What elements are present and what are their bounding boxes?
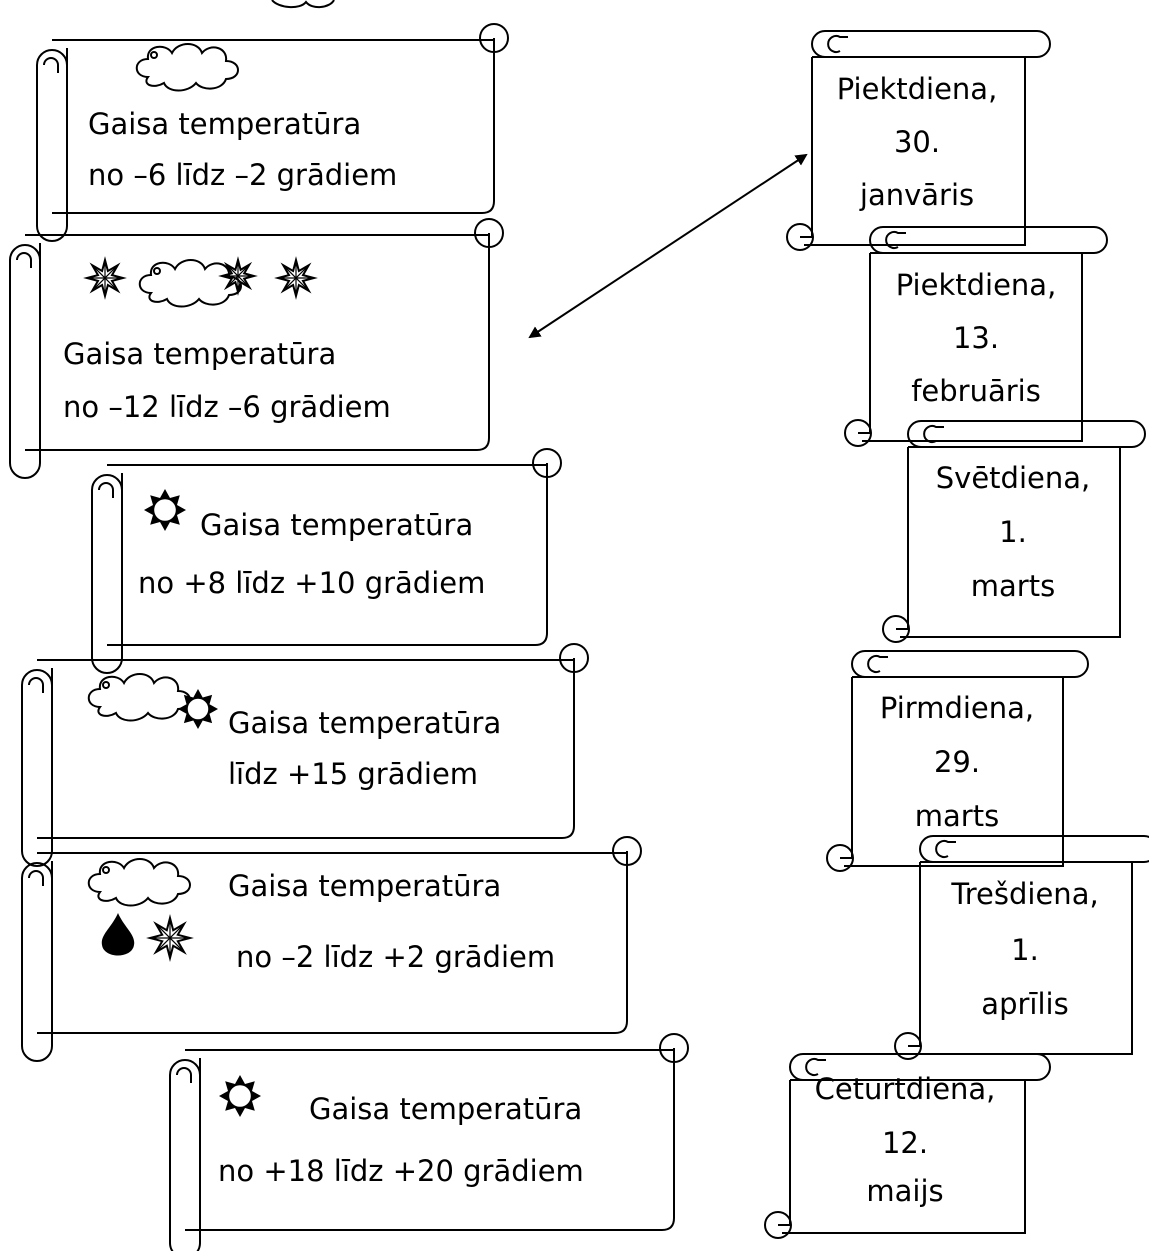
cloud-icon (135, 43, 239, 92)
weather-scroll-6 (169, 1033, 689, 1251)
cloud-icon-top-cropped (271, 0, 335, 8)
weather-scroll-5 (21, 836, 642, 1062)
weather-card-5-line2: no –2 līdz +2 grādiem (236, 940, 556, 974)
weather-card-5-line1: Gaisa temperatūra (228, 869, 502, 903)
match-arrow (528, 153, 808, 339)
date-card-1-num: 30. (893, 125, 941, 159)
sun-icon (144, 489, 186, 531)
weather-card-6-line2: no +18 līdz +20 grādiem (218, 1154, 584, 1188)
weather-card-1-line1: Gaisa temperatūra (88, 107, 362, 141)
date-scroll-4 (826, 650, 1089, 872)
weather-card-1-line2: no –6 līdz –2 grādiem (88, 158, 398, 192)
date-card-5-month: aprīlis (981, 987, 1069, 1021)
weather-card-6-line1: Gaisa temperatūra (309, 1092, 583, 1126)
date-card-2-month: februāris (911, 374, 1041, 408)
weather-scroll-3 (91, 448, 562, 674)
weather-scroll-1 (36, 23, 509, 242)
date-card-5-day: Trešdiena, (951, 877, 1099, 911)
snowflake-icon (83, 256, 127, 300)
weather-card-3-line1: Gaisa temperatūra (200, 508, 474, 542)
date-card-4-month: marts (914, 799, 1000, 833)
date-card-4-day: Pirmdiena, (879, 691, 1035, 725)
date-card-2-day: Piektdiena, (895, 268, 1057, 302)
cloud-icon (138, 259, 242, 308)
weather-card-4-line2: līdz +15 grādiem (228, 757, 479, 791)
weather-card-2-line2: no –12 līdz –6 grādiem (63, 390, 391, 424)
date-scroll-6 (764, 1053, 1051, 1239)
date-card-1-month: janvāris (859, 178, 975, 212)
date-card-3-day: Svētdiena, (935, 461, 1091, 495)
date-scroll-3 (882, 420, 1146, 643)
date-card-3-num: 1. (999, 515, 1027, 549)
weather-card-4-line1: Gaisa temperatūra (228, 706, 502, 740)
cloud-icon (87, 858, 191, 907)
raindrop-icon (101, 913, 135, 956)
snowflake-icon (274, 256, 318, 300)
cloud-icon (87, 673, 191, 722)
snowflake-icon (218, 256, 258, 296)
date-card-5-num: 1. (1011, 933, 1039, 967)
weather-scroll-4 (21, 643, 589, 867)
weather-card-2-line1: Gaisa temperatūra (63, 337, 337, 371)
date-card-2-num: 13. (952, 321, 1000, 355)
date-scroll-2 (844, 226, 1108, 447)
date-card-4-num: 29. (933, 745, 981, 779)
date-card-6-num: 12. (881, 1126, 929, 1160)
weather-card-3-line2: no +8 līdz +10 grādiem (138, 566, 486, 600)
date-card-6-day: Ceturtdiena, (814, 1072, 996, 1106)
snowflake-icon (146, 914, 194, 962)
date-card-6-month: maijs (866, 1174, 944, 1208)
date-card-3-month: marts (970, 569, 1056, 603)
date-card-1-day: Piektdiena, (836, 72, 998, 106)
weather-scroll-2 (9, 218, 504, 479)
sun-icon (219, 1075, 261, 1117)
sun-icon (178, 689, 218, 729)
